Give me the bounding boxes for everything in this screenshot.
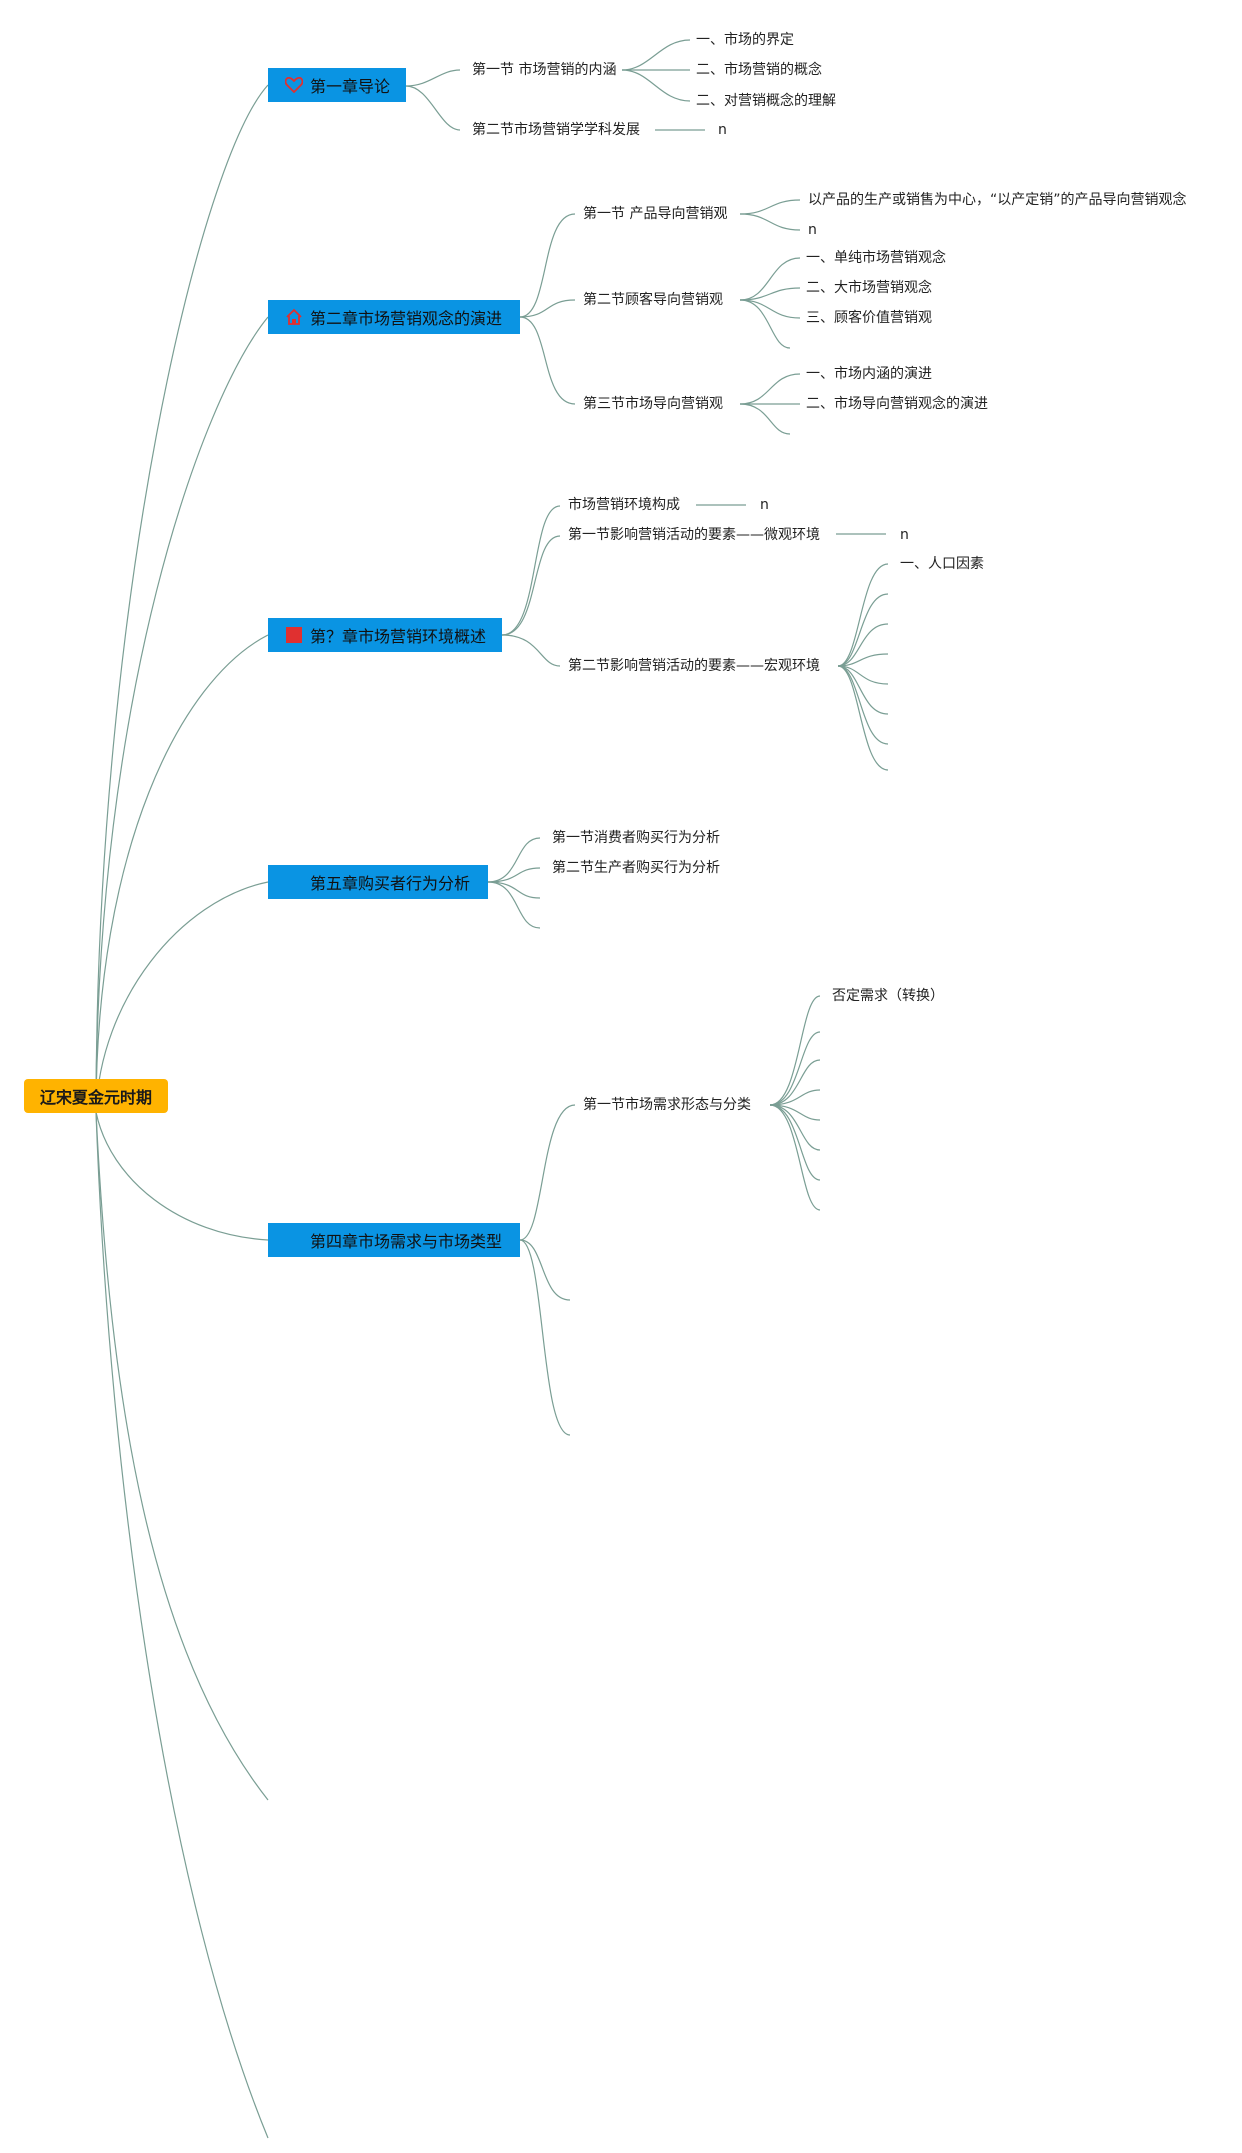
edge-c3s3-i8 (837, 665, 889, 771)
edge-s1-i3 (621, 69, 691, 102)
edge-c2s2-i3 (739, 299, 801, 319)
ch3-s2-item-1[interactable]: n (900, 527, 909, 543)
chapter-4-icon-placeholder (284, 1230, 304, 1250)
ch3-s1-item-1[interactable]: n (760, 497, 769, 513)
ch5-section-1[interactable]: 第一节消费者购买行为分析 (552, 830, 720, 846)
ch2-s3-item-1[interactable]: 一、市场内涵的演进 (806, 366, 932, 382)
edge-ch5-s3 (487, 881, 541, 899)
ch2-section-3[interactable]: 第三节市场导向营销观 (583, 396, 723, 412)
edge-root-empty1 (95, 1111, 269, 1801)
edge-ch2-s3 (519, 316, 576, 405)
edge-c2s1-i1 (739, 199, 801, 215)
chapter-3-label: 第？章市场营销环境概述 (310, 627, 487, 646)
edge-c2s3-i3 (739, 403, 791, 435)
ch2-s1-item-2[interactable]: n (808, 222, 817, 238)
root-label: 辽宋夏金元时期 (39, 1088, 152, 1107)
chapter-1-node[interactable]: 第一章导论 (268, 68, 406, 102)
ch3-s3-item-1[interactable]: 一、人口因素 (900, 556, 984, 572)
edge-root-ch3 (95, 634, 269, 1113)
edge-c4s1-i3 (769, 1059, 821, 1106)
ch1-s1-item-2[interactable]: 二、市场营销的概念 (696, 62, 822, 78)
edge-c3s3-i4 (837, 653, 889, 667)
chapter-2-label: 第二章市场营销观念的演进 (310, 309, 503, 328)
ch3-section-3[interactable]: 第二节影响营销活动的要素——宏观环境 (568, 658, 820, 674)
edge-c4s1-i5 (769, 1104, 821, 1121)
edge-c4s1-i2 (769, 1031, 821, 1106)
edge-c3s3-i1 (837, 563, 889, 667)
edge-c2s2-i2 (739, 287, 801, 301)
edge-c4s1-i6 (769, 1104, 821, 1151)
edge-ch1-s1 (405, 69, 461, 87)
ch2-section-1[interactable]: 第一节 产品导向营销观 (583, 206, 728, 222)
ch2-s2-item-3[interactable]: 三、顾客价值营销观 (806, 310, 932, 326)
edge-root-ch5 (95, 1111, 269, 1241)
edge-ch3-s1 (501, 505, 561, 636)
chapter-1-label: 第一章导论 (310, 77, 391, 96)
edge-c2s2-i4 (739, 299, 791, 349)
edge-root-ch2 (95, 316, 269, 1113)
ch4-section-1[interactable]: 第一节市场需求形态与分类 (583, 1097, 751, 1113)
ch2-s3-item-2[interactable]: 二、市场导向营销观念的演进 (806, 396, 988, 412)
flag-icon (284, 625, 304, 645)
ch3-section-1[interactable]: 市场营销环境构成 (568, 497, 680, 513)
edge-root-ch4 (95, 881, 269, 1113)
ch2-section-2[interactable]: 第二节顾客导向营销观 (583, 292, 723, 308)
edge-c4s1-i1 (769, 995, 821, 1106)
edge-root-ch1 (95, 84, 269, 1113)
root-node[interactable]: 辽宋夏金元时期 (24, 1079, 168, 1113)
chapter-3-node[interactable]: 第？章市场营销环境概述 (268, 618, 502, 652)
edge-ch2-s2 (519, 299, 576, 318)
ch1-section-1[interactable]: 第一节 市场营销的内涵 (472, 62, 617, 78)
edge-ch4-s1 (519, 1104, 576, 1241)
edge-ch3-s3 (501, 634, 561, 667)
chapter-2-node[interactable]: 第二章市场营销观念的演进 (268, 300, 520, 334)
edge-ch4-s2 (519, 1239, 571, 1301)
ch2-s2-item-2[interactable]: 二、大市场营销观念 (806, 280, 932, 296)
edge-ch5-s1 (487, 837, 541, 883)
ch1-s1-item-1[interactable]: 一、市场的界定 (696, 32, 794, 48)
edge-ch2-s1 (519, 213, 576, 318)
edge-ch5-s2 (487, 867, 541, 883)
edge-ch5-s4 (487, 881, 541, 929)
ch2-s1-item-1[interactable]: 以产品的生产或销售为中心，“以产定销”的产品导向营销观念 (808, 192, 1187, 208)
edge-c3s3-i2 (837, 593, 889, 667)
edge-c2s2-i1 (739, 257, 801, 301)
ch1-s2-item-1[interactable]: n (718, 122, 727, 138)
chapter-5-label: 第五章购买者行为分析 (310, 874, 471, 893)
house-icon (284, 307, 304, 327)
edge-c3s3-i7 (837, 665, 889, 745)
edge-ch1-s2 (405, 85, 461, 131)
edge-c2s3-i1 (739, 373, 801, 405)
chapter-5-node[interactable]: 第五章购买者行为分析 (268, 865, 488, 899)
edge-c4s1-i4 (769, 1089, 821, 1106)
edge-c4s1-i8 (769, 1104, 821, 1211)
chapter-4-label: 第四章市场需求与市场类型 (310, 1232, 503, 1251)
edge-ch4-s3 (519, 1239, 571, 1436)
edge-c2s1-i2 (739, 213, 801, 231)
edge-c3s3-i6 (837, 665, 889, 715)
ch2-s2-item-1[interactable]: 一、单纯市场营销观念 (806, 250, 946, 266)
ch1-section-2[interactable]: 第二节市场营销学学科发展 (472, 122, 640, 138)
ch1-s1-item-3[interactable]: 二、对营销概念的理解 (696, 93, 836, 109)
ch3-section-2[interactable]: 第一节影响营销活动的要素——微观环境 (568, 527, 820, 543)
ch5-section-2[interactable]: 第二节生产者购买行为分析 (552, 860, 720, 876)
edge-root-empty2 (95, 1111, 269, 2139)
edge-ch3-s2 (501, 535, 561, 636)
edge-c3s3-i3 (837, 623, 889, 667)
heart-icon (284, 75, 304, 95)
chapter-4-node[interactable]: 第四章市场需求与市场类型 (268, 1223, 520, 1257)
chapter-5-icon-placeholder (284, 872, 304, 892)
edge-s1-i1 (621, 39, 691, 71)
ch4-s1-item-1[interactable]: 否定需求（转换） (832, 988, 944, 1004)
